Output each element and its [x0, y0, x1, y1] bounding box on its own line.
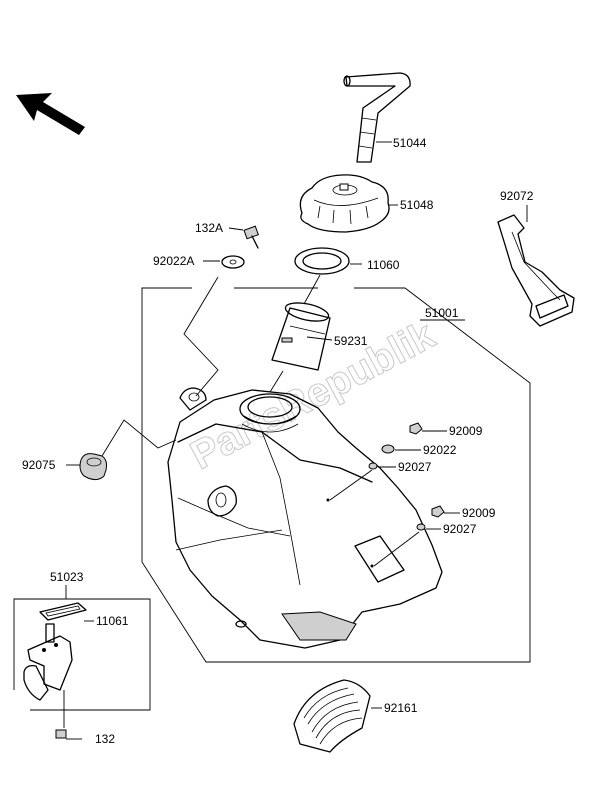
- fuel-valve-51023: [13, 585, 151, 740]
- label-51048: 51048: [400, 198, 434, 212]
- washer-92027-bottom: [373, 523, 441, 567]
- label-51023: 51023: [50, 570, 84, 584]
- hose-51044: [343, 72, 411, 163]
- label-92022: 92022: [423, 443, 457, 457]
- washer-92027-top: [329, 462, 396, 501]
- assembly-bracket: [141, 287, 531, 663]
- label-11061: 11061: [96, 614, 129, 628]
- label-92075: 92075: [22, 458, 56, 472]
- label-92027-bottom: 92027: [443, 522, 477, 536]
- fuel-cap-51048: [299, 174, 398, 233]
- label-59231: 59231: [334, 334, 368, 348]
- washer-92022A: [203, 255, 245, 269]
- label-92072: 92072: [500, 189, 534, 203]
- gasket-11060: [294, 247, 362, 275]
- label-92161: 92161: [384, 701, 418, 715]
- bolt-92009-top: [409, 422, 447, 435]
- label-132A: 132A: [195, 221, 223, 235]
- strap-92072: [497, 205, 575, 327]
- grommet-92075: [66, 419, 177, 481]
- filter-59231: [271, 302, 333, 371]
- pad-92161: [293, 679, 382, 753]
- fuel-tank-51001: [167, 387, 443, 649]
- label-92027-top: 92027: [398, 460, 432, 474]
- bolt-92009-bottom: [431, 505, 460, 518]
- label-11060: 11060: [367, 258, 400, 272]
- label-92009-bottom: 92009: [462, 506, 496, 520]
- label-51001: 51001: [425, 306, 459, 320]
- label-51044: 51044: [393, 136, 427, 150]
- direction-arrow-icon: [16, 93, 85, 135]
- bolt-132A: [228, 225, 259, 249]
- label-92009-top: 92009: [449, 424, 483, 438]
- washer-92022: [381, 444, 421, 454]
- label-132: 132: [95, 732, 115, 746]
- label-92022A: 92022A: [153, 254, 194, 268]
